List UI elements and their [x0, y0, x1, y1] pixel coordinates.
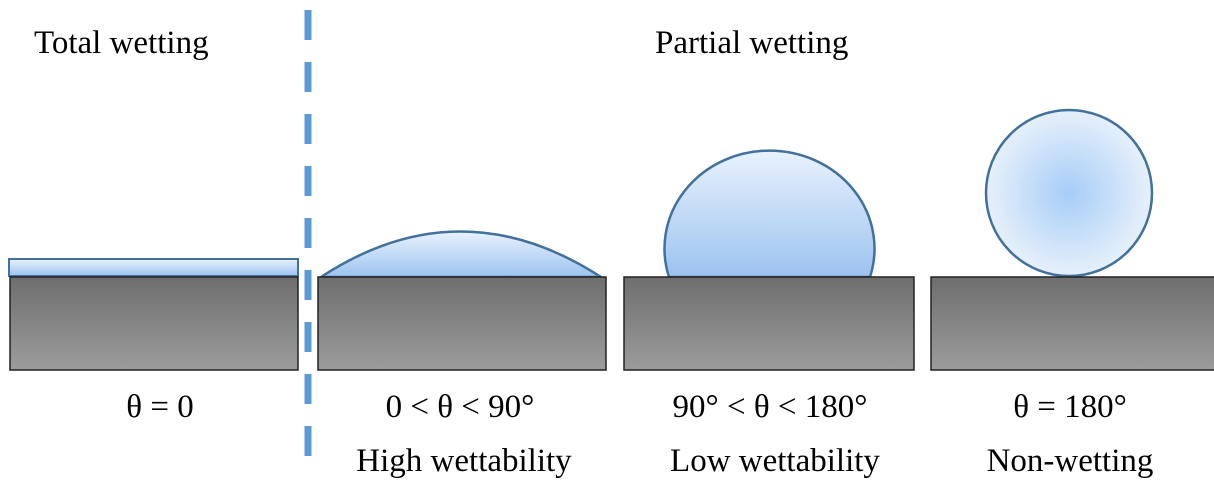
liquid-film	[8, 258, 299, 277]
wettability-label-2: High wettability	[356, 443, 572, 479]
substrate-2	[317, 276, 607, 371]
angle-label-1: θ = 0	[126, 389, 194, 425]
angle-label-4: θ = 180°	[1013, 389, 1127, 425]
angle-label-2: 0 < θ < 90°	[385, 389, 535, 425]
wettability-label-3: Low wettability	[670, 443, 880, 479]
droplet-high-wettability	[316, 230, 606, 279]
header-total-wetting: Total wetting	[34, 25, 209, 61]
substrate-1	[9, 276, 299, 371]
header-partial-wetting: Partial wetting	[655, 25, 849, 61]
droplet-non-wetting	[984, 108, 1154, 278]
substrate-3	[623, 276, 915, 371]
angle-label-3: 90° < θ < 180°	[672, 389, 868, 425]
wettability-label-4: Non-wetting	[986, 443, 1154, 479]
droplet-low-wettability	[663, 149, 876, 279]
substrate-4	[930, 276, 1214, 371]
